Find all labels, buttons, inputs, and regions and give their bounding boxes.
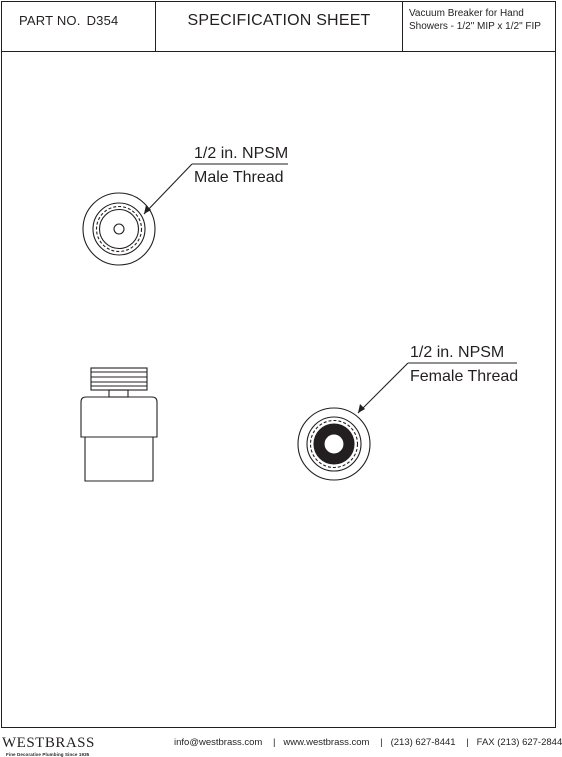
sheet-title: SPECIFICATION SHEET — [187, 12, 371, 29]
female-callout-size: 1/2 in. NPSM — [410, 344, 504, 361]
website-link[interactable]: www.westbrass.com — [283, 737, 370, 748]
male-callout-thread: Male Thread — [194, 169, 284, 186]
separator: | — [466, 737, 469, 748]
part-number-cell: PART NO. D354 — [2, 2, 156, 51]
spec-sheet-frame: PART NO. D354 SPECIFICATION SHEET Vacuum … — [1, 1, 556, 728]
side-view — [80, 367, 158, 482]
male-arrowhead-icon — [144, 205, 151, 214]
westbrass-logo: WESTBRASS — [2, 735, 95, 751]
product-description-line2: Showers - 1/2" MIP x 1/2" FIP — [409, 21, 541, 32]
footer: WESTBRASS Fine Decorative Plumbing Since… — [0, 733, 562, 757]
male-thread-end-view — [82, 192, 156, 266]
description-cell: Vacuum Breaker for Hand Showers - 1/2" M… — [403, 2, 556, 51]
male-callout-leader — [143, 163, 288, 215]
male-callout-size: 1/2 in. NPSM — [194, 145, 288, 162]
email-link[interactable]: info@westbrass.com — [174, 737, 263, 748]
female-thread-end-view — [297, 407, 371, 481]
brand-tagline: Fine Decorative Plumbing Since 1935 — [6, 752, 90, 757]
part-number-label: PART NO. — [19, 13, 81, 28]
title-cell: SPECIFICATION SHEET — [156, 2, 403, 51]
female-arrowhead-icon — [358, 404, 365, 413]
technical-drawing: 1/2 in. NPSM Male Thread 1/2 in. NPSM Fe… — [80, 145, 518, 482]
female-callout-thread: Female Thread — [410, 368, 518, 385]
header-row: PART NO. D354 SPECIFICATION SHEET Vacuum … — [2, 2, 555, 52]
separator: | — [272, 737, 276, 748]
part-number-value: D354 — [86, 13, 119, 28]
separator: | — [380, 737, 383, 748]
product-description-line1: Vacuum Breaker for Hand — [409, 8, 524, 19]
contact-info: info@westbrass.com | www.westbrass.com | (… — [174, 737, 562, 748]
female-callout-leader — [357, 362, 517, 414]
fax-number: FAX (213) 627-2844 — [476, 737, 562, 748]
phone-number: (213) 627-8441 — [390, 737, 456, 748]
